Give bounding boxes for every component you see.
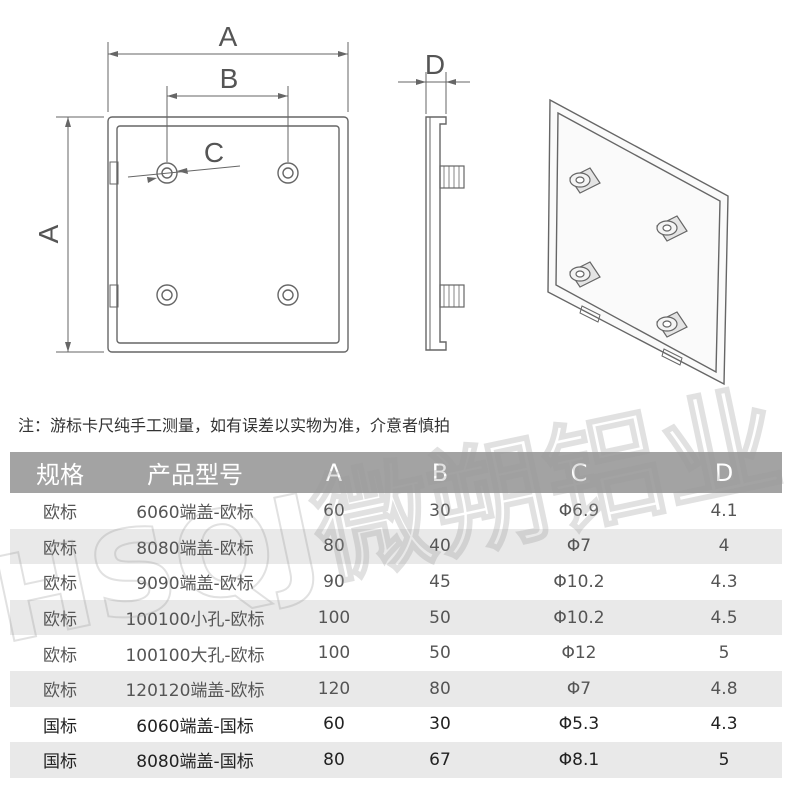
cell-b: 30 [429, 500, 451, 521]
hole-top-left [156, 162, 178, 184]
cell-d: 4.3 [710, 571, 738, 592]
cell-spec: 欧标 [10, 599, 110, 636]
cell-c: Φ7 [492, 670, 666, 707]
cell-b: 30 [429, 714, 451, 735]
front-view-outer [107, 116, 349, 353]
cell-b: 80 [388, 670, 492, 707]
cell-d: 4 [666, 528, 782, 565]
spec-table: 规格 产品型号 A B C D 欧标 6060端盖-欧标 60 30 Φ6.9 … [10, 452, 782, 778]
table-row: 欧标 6060端盖-欧标 60 30 Φ6.9 4.1 [10, 493, 782, 529]
cell-d: 4.8 [666, 670, 782, 707]
cell-a: 100 [317, 643, 351, 664]
table-row: 欧标 100100小孔-欧标 100 50 Φ10.2 4.5 [10, 599, 782, 636]
cell-c: Φ10.2 [492, 599, 666, 636]
cell-model: 9090端盖-欧标 [136, 574, 254, 595]
cell-c: Φ10.2 [553, 571, 605, 592]
cell-a: 80 [280, 742, 388, 778]
cell-model: 6060端盖-欧标 [136, 503, 254, 524]
cell-model: 8080端盖-国标 [110, 742, 280, 778]
hole-bottom-left [156, 284, 178, 306]
perspective-bosses [569, 167, 688, 338]
measurement-note: 注：游标卡尺纯手工测量，如有误差以实物为准，介意者慎拍 [18, 416, 451, 435]
front-view-inner [116, 125, 340, 344]
cell-model: 120120端盖-欧标 [110, 670, 280, 707]
cell-d: 4.1 [710, 500, 738, 521]
cell-model: 8080端盖-欧标 [110, 528, 280, 565]
perspective-inner [555, 111, 721, 374]
cell-a: 60 [323, 500, 345, 521]
cell-b: 40 [388, 528, 492, 565]
header-d: D [666, 452, 782, 493]
cell-spec: 国标 [10, 742, 110, 778]
cell-b: 67 [388, 742, 492, 778]
table-row: 国标 8080端盖-国标 80 67 Φ8.1 5 [10, 742, 782, 778]
hole-top-right [277, 162, 299, 184]
cell-spec: 欧标 [43, 503, 77, 524]
cell-c: Φ12 [561, 643, 597, 664]
cell-a: 100 [280, 599, 388, 636]
table-row: 欧标 8080端盖-欧标 80 40 Φ7 4 [10, 528, 782, 565]
header-a: A [280, 452, 388, 493]
cell-c: Φ6.9 [558, 500, 600, 521]
header-spec: 规格 [10, 452, 110, 493]
cell-d: 4.5 [666, 599, 782, 636]
cell-d: 5 [666, 742, 782, 778]
cell-a: 60 [323, 714, 345, 735]
dim-label-d: D [425, 49, 445, 80]
cell-spec: 欧标 [43, 574, 77, 595]
table-row: 欧标 120120端盖-欧标 120 80 Φ7 4.8 [10, 670, 782, 707]
cell-b: 50 [429, 643, 451, 664]
cell-a: 90 [323, 571, 345, 592]
cell-b: 50 [388, 599, 492, 636]
cell-c: Φ5.3 [558, 714, 600, 735]
perspective-outer [547, 98, 729, 386]
table-row: 国标 6060端盖-国标 60 30 Φ5.3 4.3 [10, 707, 782, 743]
cell-model: 100100大孔-欧标 [125, 645, 265, 666]
cell-spec: 国标 [43, 716, 77, 737]
table-row: 欧标 100100大孔-欧标 100 50 Φ12 5 [10, 635, 782, 671]
header-b: B [388, 452, 492, 493]
cell-b: 45 [429, 571, 451, 592]
cell-a: 80 [280, 528, 388, 565]
cell-c: Φ7 [492, 528, 666, 565]
cell-spec: 欧标 [10, 670, 110, 707]
cell-spec: 欧标 [43, 645, 77, 666]
header-model: 产品型号 [110, 452, 280, 493]
cell-a: 120 [280, 670, 388, 707]
table-header-row: 规格 产品型号 A B C D [10, 452, 782, 493]
table-row: 欧标 9090端盖-欧标 90 45 Φ10.2 4.3 [10, 564, 782, 600]
dim-label-c: C [204, 137, 224, 168]
cell-model: 6060端盖-国标 [136, 716, 254, 737]
technical-drawing: A B C A D [33, 21, 729, 386]
dim-label-a-top: A [219, 21, 238, 52]
cell-d: 5 [718, 643, 730, 664]
hole-bottom-right [277, 284, 299, 306]
side-view-outline [425, 116, 447, 351]
cell-d: 4.3 [710, 714, 738, 735]
cell-model: 100100小孔-欧标 [110, 599, 280, 636]
dim-label-a-side: A [33, 224, 64, 243]
cell-spec: 欧标 [10, 528, 110, 565]
dim-label-b: B [220, 63, 239, 94]
header-c: C [492, 452, 666, 493]
cell-c: Φ8.1 [492, 742, 666, 778]
